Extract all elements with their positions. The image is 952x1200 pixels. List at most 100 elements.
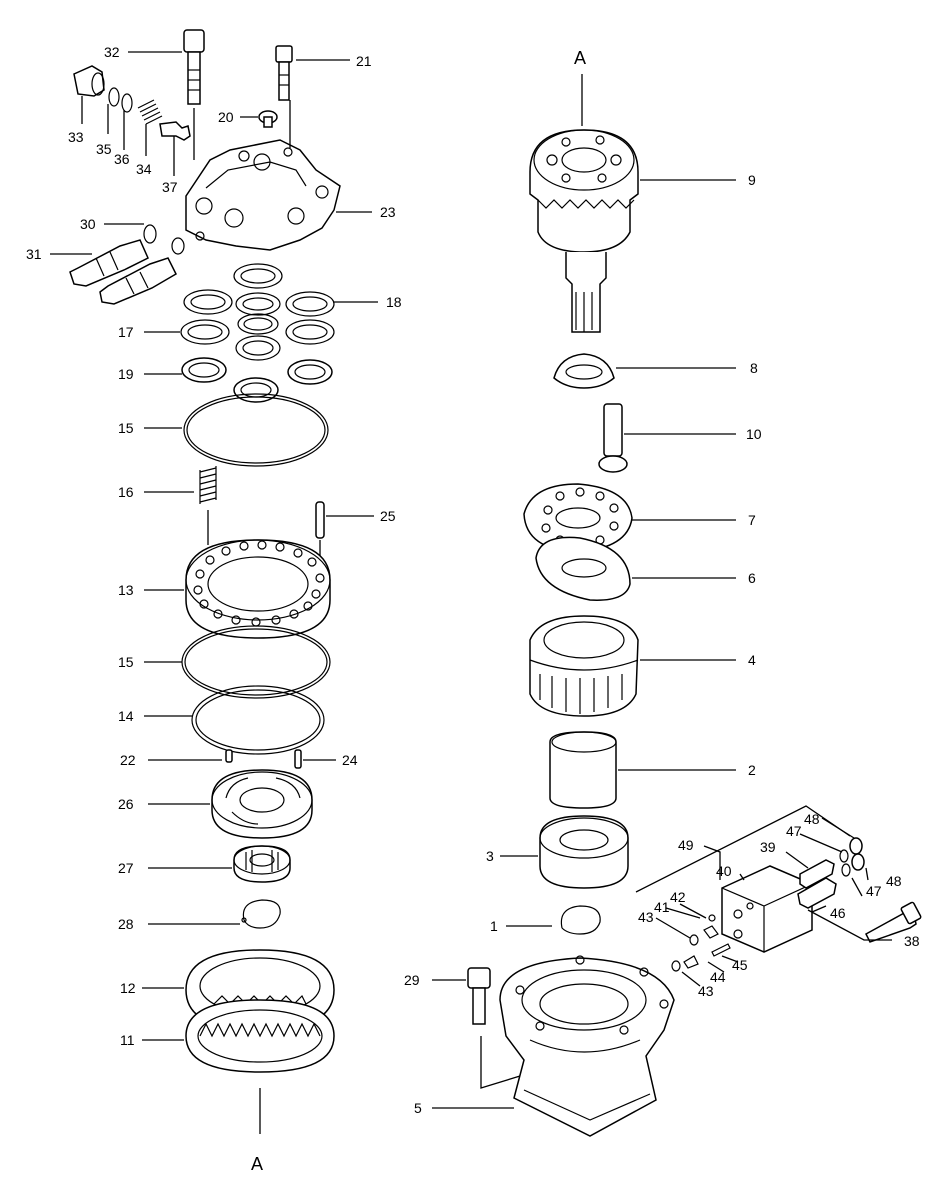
callout-45: 45 xyxy=(732,957,748,973)
callout-6: 6 xyxy=(748,570,756,586)
relief-valve-31 xyxy=(69,239,177,305)
callout-31: 31 xyxy=(26,246,42,262)
plug-33 xyxy=(73,65,105,97)
callout-2: 2 xyxy=(748,762,756,778)
callout-26: 26 xyxy=(118,796,134,812)
callout-18: 18 xyxy=(386,294,402,310)
pin-25 xyxy=(315,501,325,539)
snap-ring-1 xyxy=(560,905,601,935)
callout-33: 33 xyxy=(68,129,84,145)
callout-38: 38 xyxy=(904,933,920,949)
callout-40: 40 xyxy=(716,863,732,879)
bolt-38 xyxy=(865,901,922,943)
callout-22: 22 xyxy=(120,752,136,768)
callout-44: 44 xyxy=(710,969,726,985)
callout-48b: 48 xyxy=(886,873,902,889)
bolt-21 xyxy=(275,45,293,101)
callout-29: 29 xyxy=(404,972,420,988)
o-ring-35 xyxy=(108,87,120,107)
valve-plate-26 xyxy=(211,769,313,839)
pin-22 xyxy=(225,749,233,763)
valve-cover-23 xyxy=(185,139,341,251)
callout-35: 35 xyxy=(96,141,112,157)
spring-16 xyxy=(199,466,217,504)
plug-48a xyxy=(849,837,863,855)
separator-plate-11 xyxy=(185,999,335,1073)
cylinder-13 xyxy=(185,539,331,639)
pin-24 xyxy=(294,749,302,769)
pin-45 xyxy=(711,943,731,957)
seal-ring-set xyxy=(180,263,335,403)
callout-49: 49 xyxy=(678,837,694,853)
o-ring-14 xyxy=(191,685,325,755)
callout-27: 27 xyxy=(118,860,134,876)
callout-13: 13 xyxy=(118,582,134,598)
bearing-27 xyxy=(233,845,291,883)
bolt-32 xyxy=(183,29,205,105)
callout-46: 46 xyxy=(830,905,846,921)
bolt-29 xyxy=(467,967,491,1025)
snap-ring-28 xyxy=(242,899,281,929)
o-ring-30b xyxy=(171,237,185,255)
callout-43b: 43 xyxy=(698,983,714,999)
callout-10: 10 xyxy=(746,426,762,442)
callout-30: 30 xyxy=(80,216,96,232)
spring-44 xyxy=(683,955,699,969)
section-mark-bottom: A xyxy=(251,1154,263,1174)
callout-37: 37 xyxy=(162,179,178,195)
valve-block-40 xyxy=(721,865,813,953)
callout-9: 9 xyxy=(748,172,756,188)
swash-plate-6 xyxy=(535,536,631,601)
callout-39: 39 xyxy=(760,839,776,855)
o-ring-43a xyxy=(689,934,699,946)
shaft-9 xyxy=(529,129,639,333)
o-ring-15-upper xyxy=(183,393,329,467)
callout-25: 25 xyxy=(380,508,396,524)
callout-21: 21 xyxy=(356,53,372,69)
ball-42 xyxy=(708,914,716,922)
callout-1: 1 xyxy=(490,918,498,934)
spring-34 xyxy=(137,99,163,125)
retainer-plate-7 xyxy=(523,483,633,553)
callout-5: 5 xyxy=(414,1100,422,1116)
callout-23: 23 xyxy=(380,204,396,220)
callout-labels: 32 21 20 33 35 36 34 37 23 30 31 18 17 1… xyxy=(26,44,920,1116)
callout-7: 7 xyxy=(748,512,756,528)
housing-5 xyxy=(499,955,675,1137)
plug-20 xyxy=(258,110,278,128)
section-mark-top: A xyxy=(574,48,586,68)
callout-42: 42 xyxy=(670,889,686,905)
callout-28: 28 xyxy=(118,916,134,932)
o-ring-43b xyxy=(671,960,681,972)
callout-36: 36 xyxy=(114,151,130,167)
callout-20: 20 xyxy=(218,109,234,125)
callout-41: 41 xyxy=(654,899,670,915)
spring-41 xyxy=(703,925,719,939)
callout-48a: 48 xyxy=(804,811,820,827)
o-ring-47a xyxy=(839,849,849,863)
leader-lines xyxy=(50,51,892,1109)
callout-32: 32 xyxy=(104,44,120,60)
plug-48b xyxy=(851,853,865,871)
relief-valve-39 xyxy=(799,859,835,889)
taper-bearing-4 xyxy=(529,615,639,717)
piston-10 xyxy=(598,403,628,473)
callout-47b: 47 xyxy=(866,883,882,899)
callout-47a: 47 xyxy=(786,823,802,839)
o-ring-30 xyxy=(143,224,157,244)
callout-15-upper: 15 xyxy=(118,420,134,436)
callout-16: 16 xyxy=(118,484,134,500)
callout-11: 11 xyxy=(120,1032,135,1048)
callout-43a: 43 xyxy=(638,909,654,925)
callout-24: 24 xyxy=(342,752,358,768)
callout-4: 4 xyxy=(748,652,756,668)
bushing-2 xyxy=(549,731,617,809)
callout-17: 17 xyxy=(118,324,134,340)
o-ring-36 xyxy=(121,93,133,113)
callout-12: 12 xyxy=(120,980,136,996)
collar-3 xyxy=(539,815,629,889)
plate-8 xyxy=(553,353,615,389)
valve-37 xyxy=(159,121,191,141)
